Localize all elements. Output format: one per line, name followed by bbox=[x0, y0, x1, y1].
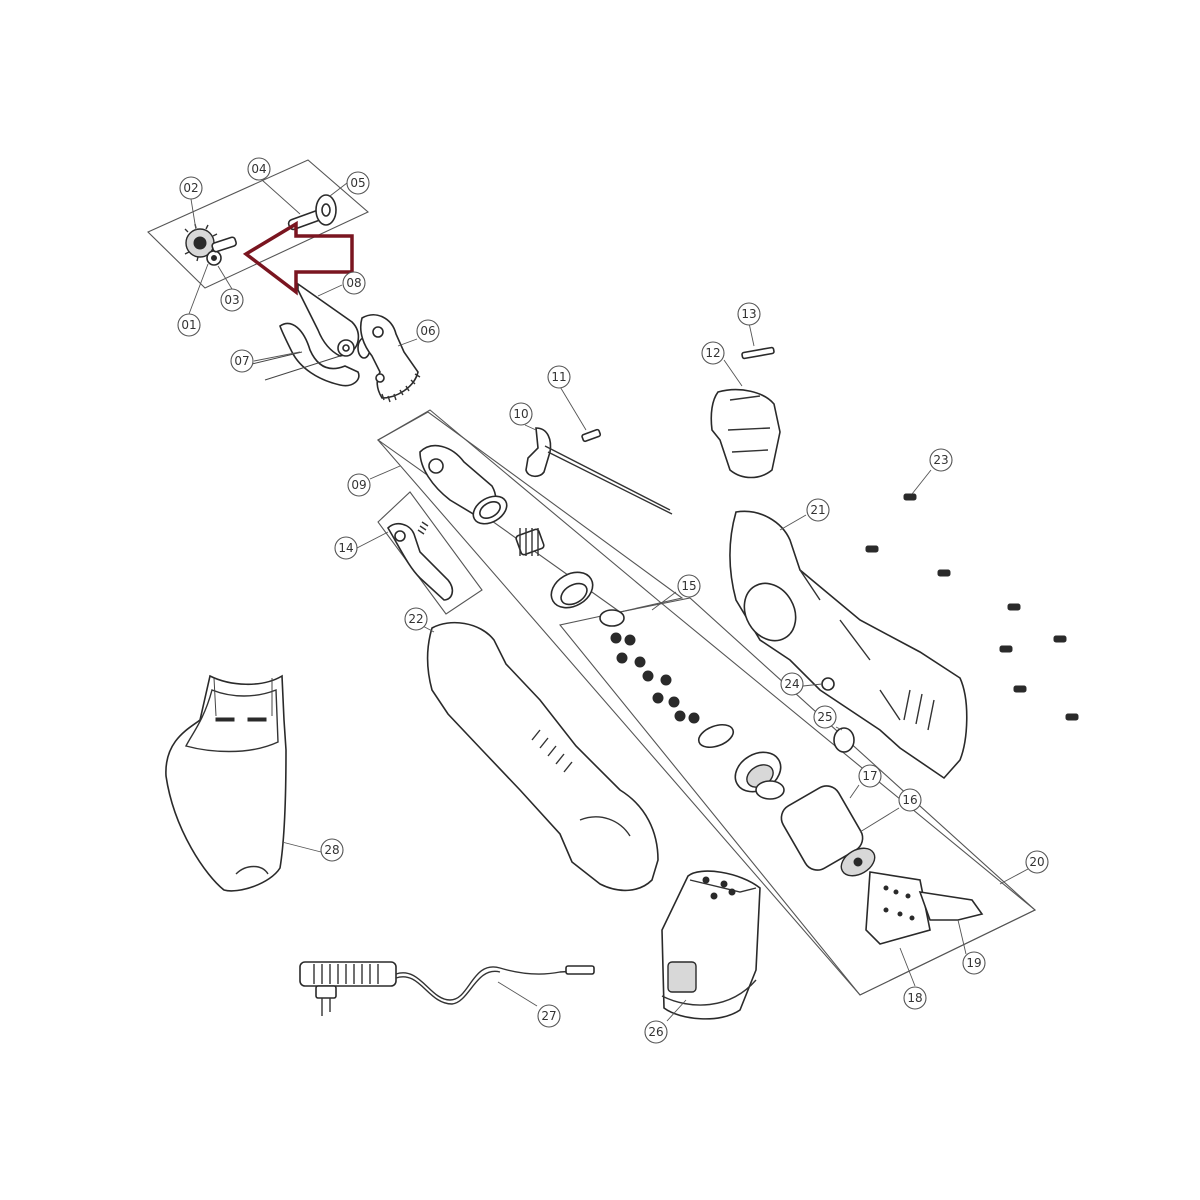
screw-set-23 bbox=[865, 493, 1079, 721]
callout-03: 03 bbox=[220, 288, 244, 312]
callout-02: 02 bbox=[179, 176, 203, 200]
housing-22-shape bbox=[426, 621, 659, 892]
gear-assembly bbox=[184, 194, 337, 266]
charger-27 bbox=[299, 961, 595, 1016]
svg-text:06: 06 bbox=[420, 324, 435, 338]
callout-18: 18 bbox=[903, 986, 927, 1010]
callout-24: 24 bbox=[780, 672, 804, 696]
svg-text:01: 01 bbox=[181, 318, 196, 332]
svg-text:13: 13 bbox=[741, 307, 756, 321]
housing-right bbox=[729, 510, 968, 780]
gearbox-internals bbox=[419, 444, 785, 800]
svg-text:12: 12 bbox=[705, 346, 720, 360]
cover-12-shape bbox=[710, 388, 781, 479]
callout-06: 06 bbox=[416, 319, 440, 343]
bracket-19-shape bbox=[918, 891, 984, 921]
svg-text:07: 07 bbox=[234, 354, 249, 368]
pin-01-shape bbox=[211, 236, 237, 253]
svg-text:17: 17 bbox=[862, 769, 877, 783]
svg-text:09: 09 bbox=[351, 478, 366, 492]
callout-08: 08 bbox=[342, 271, 366, 295]
svg-text:03: 03 bbox=[224, 293, 239, 307]
blade-06-shape bbox=[359, 314, 419, 399]
callout-27: 27 bbox=[537, 1004, 561, 1028]
callout-16: 16 bbox=[898, 788, 922, 812]
clamp-cover bbox=[710, 346, 781, 479]
lever-10-shape bbox=[525, 427, 552, 478]
motor-17-shape bbox=[780, 785, 864, 871]
callout-20: 20 bbox=[1025, 850, 1049, 874]
screw-11-shape bbox=[581, 428, 602, 443]
callout-11: 11 bbox=[547, 365, 571, 389]
svg-text:28: 28 bbox=[324, 843, 339, 857]
battery-26 bbox=[661, 870, 761, 1020]
callout-26: 26 bbox=[644, 1020, 668, 1044]
svg-text:05: 05 bbox=[350, 176, 365, 190]
svg-text:14: 14 bbox=[338, 541, 353, 555]
frame-gear-group bbox=[147, 159, 370, 289]
callout-01: 01 bbox=[177, 313, 201, 337]
callout-13: 13 bbox=[737, 302, 761, 326]
callout-19: 19 bbox=[962, 951, 986, 975]
svg-text:23: 23 bbox=[933, 453, 948, 467]
trigger-assembly bbox=[386, 521, 454, 601]
svg-text:08: 08 bbox=[346, 276, 361, 290]
frame-main-body bbox=[377, 409, 1037, 996]
svg-text:21: 21 bbox=[810, 503, 825, 517]
lever-and-rod bbox=[525, 427, 673, 515]
svg-text:02: 02 bbox=[183, 181, 198, 195]
callout-10: 10 bbox=[509, 402, 533, 426]
callout-21: 21 bbox=[806, 498, 830, 522]
blade-07-shape bbox=[279, 322, 360, 387]
plug-25-shape bbox=[833, 727, 855, 753]
svg-text:10: 10 bbox=[513, 407, 528, 421]
callout-15: 15 bbox=[677, 574, 701, 598]
svg-text:27: 27 bbox=[541, 1009, 556, 1023]
callout-05: 05 bbox=[346, 171, 370, 195]
svg-text:25: 25 bbox=[817, 710, 832, 724]
svg-text:11: 11 bbox=[551, 370, 566, 384]
housing-21-shape bbox=[729, 510, 968, 780]
callout-28: 28 bbox=[320, 838, 344, 862]
screw-13-shape bbox=[741, 346, 775, 360]
holster-28 bbox=[165, 674, 287, 892]
svg-text:20: 20 bbox=[1029, 855, 1044, 869]
callout-23: 23 bbox=[929, 448, 953, 472]
nut-24-shape bbox=[821, 677, 835, 691]
svg-text:22: 22 bbox=[408, 612, 423, 626]
housing-left bbox=[426, 621, 659, 892]
callout-22: 22 bbox=[404, 607, 428, 631]
svg-text:15: 15 bbox=[681, 579, 696, 593]
callout-17: 17 bbox=[858, 764, 882, 788]
holster-28-shape bbox=[165, 674, 287, 892]
callout-14: 14 bbox=[334, 536, 358, 560]
highlight-arrow bbox=[242, 220, 354, 296]
callout-leaders bbox=[188, 179, 1029, 1022]
frame-trigger-group bbox=[377, 491, 483, 615]
blade-assembly bbox=[251, 282, 421, 403]
motor-and-pcb bbox=[780, 785, 984, 945]
svg-text:26: 26 bbox=[648, 1025, 663, 1039]
callout-07: 07 bbox=[230, 349, 254, 373]
svg-text:24: 24 bbox=[784, 677, 799, 691]
svg-text:16: 16 bbox=[902, 793, 917, 807]
callout-04: 04 bbox=[247, 157, 271, 181]
pcb-18-shape bbox=[865, 871, 931, 945]
gear-02-hub bbox=[193, 236, 207, 250]
svg-text:19: 19 bbox=[966, 956, 981, 970]
callout-12: 12 bbox=[701, 341, 725, 365]
svg-text:04: 04 bbox=[251, 162, 266, 176]
callout-25: 25 bbox=[813, 705, 837, 729]
svg-text:18: 18 bbox=[907, 991, 922, 1005]
callout-09: 09 bbox=[347, 473, 371, 497]
